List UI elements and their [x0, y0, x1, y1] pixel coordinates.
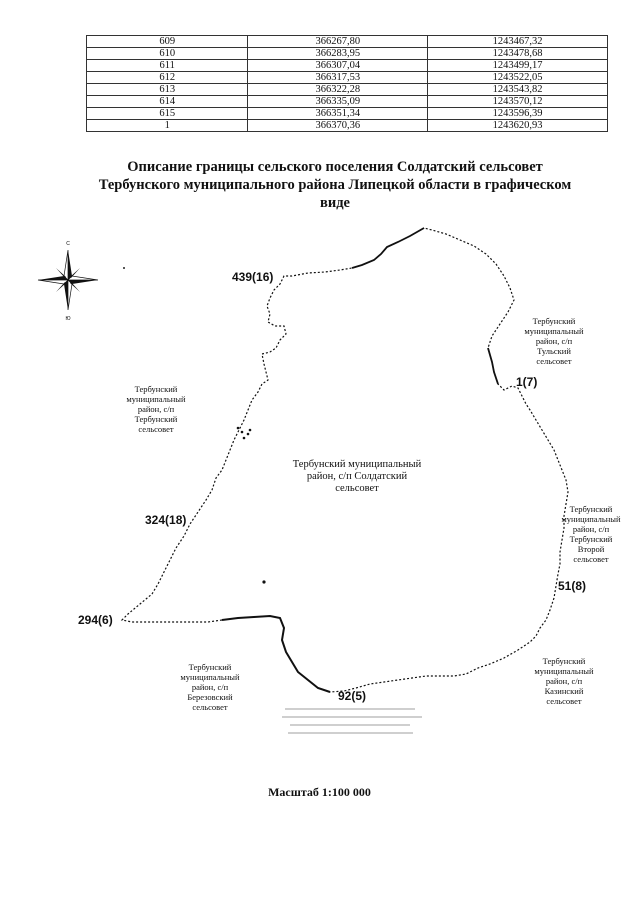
point-label-1: 1(7) [516, 375, 537, 389]
compass-north-label: С [66, 241, 70, 247]
area-southwest-line: район, с/п [191, 682, 229, 692]
area-west-line: Тербунский [134, 414, 178, 424]
area-southeast-line: сельсовет [546, 696, 582, 706]
point-label-324: 324(18) [145, 513, 186, 527]
area-east-line: сельсовет [573, 554, 609, 564]
area-northeast-line: муниципальный [524, 326, 584, 336]
area-southeast-line: Казинский [544, 686, 584, 696]
area-southwest-line: сельсовет [192, 702, 228, 712]
area-west-line: муниципальный [126, 394, 186, 404]
area-southeast-line: Тербунский [542, 656, 586, 666]
title-line-2: Тербунского муниципального района Липецк… [98, 177, 572, 193]
area-west-line: район, с/п [137, 404, 175, 414]
area-southeast-line: муниципальный [534, 666, 594, 676]
area-east-line: Тербунский [569, 504, 613, 514]
area-northeast-line: Тербунский [532, 316, 576, 326]
page-title: Описание границы сельского поселения Сол… [60, 158, 610, 212]
area-label-east: Тербунский муниципальный район, с/п Терб… [555, 504, 627, 564]
area-east-line: район, с/п [572, 524, 610, 534]
area-northeast-line: Тульский [537, 346, 571, 356]
compass-south-label: Ю [65, 316, 70, 322]
area-label-northeast: Тербунский муниципальный район, с/п Туль… [518, 316, 590, 366]
compass-rose-icon: С Ю [37, 241, 99, 322]
area-east-line: Тербунский [569, 534, 613, 544]
scan-noise [282, 708, 422, 734]
area-southwest-line: Тербунский [188, 662, 232, 672]
boundary-detail-line-east [487, 347, 499, 385]
area-label-southeast: Тербунский муниципальный район, с/п Кази… [526, 656, 602, 706]
area-label-center: Тербунский муниципальный район, с/п Солд… [292, 459, 422, 495]
map-scale: Масштаб 1:100 000 [268, 785, 371, 799]
area-east-line: муниципальный [561, 514, 621, 524]
y-coordinate-cell: 1243620,93 [427, 119, 608, 132]
area-northeast-line: сельсовет [536, 356, 572, 366]
area-label-southwest: Тербунский муниципальный район, с/п Бере… [172, 662, 248, 712]
area-west-line: Тербунский [134, 384, 178, 394]
x-coordinate-cell: 366370,36 [247, 119, 429, 132]
point-label-439: 439(16) [232, 270, 273, 284]
area-label-west: Тербунский муниципальный район, с/п Терб… [116, 384, 196, 434]
area-southwest-line: Березовский [187, 692, 233, 702]
point-label-92: 92(5) [338, 689, 366, 703]
area-center-line: Тербунский муниципальный [292, 459, 422, 470]
point-label-294: 294(6) [78, 613, 113, 627]
area-center-line: район, с/п Солдатский [306, 471, 408, 482]
area-southeast-line: район, с/п [545, 676, 583, 686]
area-northeast-line: район, с/п [535, 336, 573, 346]
area-center-line: сельсовет [335, 483, 379, 494]
point-label-51: 51(8) [558, 579, 586, 593]
compass-east-mark [123, 267, 125, 269]
title-line-3: виде [320, 195, 350, 211]
point-number-cell: 1 [85, 119, 249, 132]
area-southwest-line: муниципальный [180, 672, 240, 682]
area-east-line: Второй [577, 544, 605, 554]
boundary-detail-line-north [351, 227, 425, 269]
boundary-detail-line-south [221, 614, 331, 693]
survey-points [236, 426, 266, 584]
area-west-line: сельсовет [138, 424, 174, 434]
title-line-1: Описание границы сельского поселения Сол… [127, 159, 543, 175]
